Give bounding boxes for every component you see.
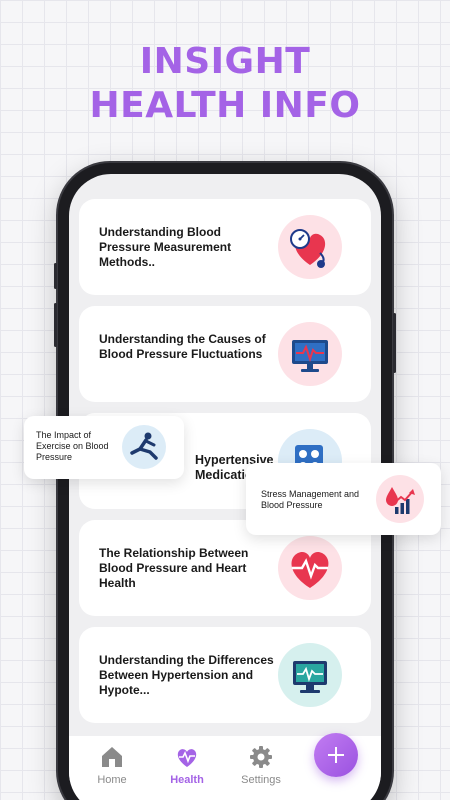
phone-screen: Understanding Blood Pressure Measurement… — [69, 174, 381, 800]
heart-pulse-icon — [177, 749, 197, 767]
article-title: Understanding the Causes of Blood Pressu… — [99, 332, 266, 361]
headline-line-2: HEALTH INFO — [89, 85, 361, 126]
heart-pulse-icon — [278, 536, 342, 600]
floating-article-title: Stress Management and Blood Pressure — [261, 489, 360, 510]
phone-frame: Understanding Blood Pressure Measurement… — [54, 163, 396, 800]
article-card[interactable]: Understanding the Differences Between Hy… — [79, 627, 371, 723]
monitor-pulse-icon — [278, 322, 342, 386]
headline: INSIGHT HEALTH INFO — [0, 40, 450, 128]
exercise-icon — [122, 425, 166, 469]
nav-item-settings[interactable]: Settings — [226, 744, 296, 786]
floating-article-card[interactable]: The Impact of Exercise on Blood Pressure — [24, 416, 184, 479]
nav-item-health[interactable]: Health — [152, 744, 222, 786]
floating-article-title: The Impact of Exercise on Blood Pressure — [36, 430, 109, 462]
add-button[interactable] — [314, 733, 358, 777]
blood-drop-chart-icon — [376, 475, 424, 523]
plus-icon — [328, 747, 344, 763]
article-title: Understanding the Differences Between Hy… — [99, 653, 274, 697]
article-card[interactable]: Understanding Blood Pressure Measurement… — [79, 199, 371, 295]
phone-side-button — [54, 303, 57, 347]
home-icon — [102, 747, 122, 767]
heart-gauge-icon — [278, 215, 342, 279]
headline-line-1: INSIGHT — [139, 41, 311, 82]
article-title: Understanding Blood Pressure Measurement… — [99, 225, 232, 269]
article-card[interactable]: Understanding the Causes of Blood Pressu… — [79, 306, 371, 402]
gear-icon — [250, 746, 272, 768]
ecg-monitor-icon — [278, 643, 342, 707]
phone-side-button — [393, 313, 396, 373]
floating-article-card[interactable]: Stress Management and Blood Pressure — [246, 463, 441, 535]
nav-label: Health — [170, 774, 204, 786]
nav-label: Home — [97, 774, 127, 786]
article-card[interactable]: The Relationship Between Blood Pressure … — [79, 520, 371, 616]
phone-side-button — [54, 263, 57, 289]
nav-item-home[interactable]: Home — [77, 744, 147, 786]
article-title: The Relationship Between Blood Pressure … — [99, 546, 249, 590]
nav-label: Settings — [241, 774, 281, 786]
